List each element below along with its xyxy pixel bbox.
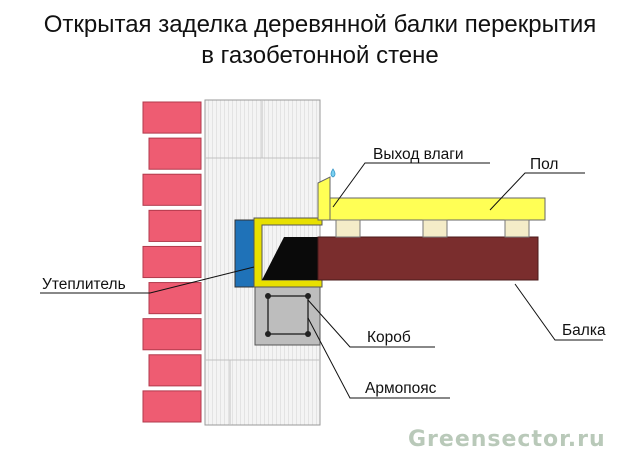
- floor-board: [317, 176, 546, 238]
- brick: [148, 282, 202, 315]
- brick: [148, 137, 202, 170]
- brick: [148, 354, 202, 387]
- brick: [142, 101, 202, 134]
- label-beam: Балка: [562, 322, 606, 339]
- wooden-beam: [262, 236, 539, 281]
- label-moisture-outlet: Выход влаги: [373, 146, 464, 163]
- label-floor: Пол: [530, 156, 558, 173]
- insulation-layer: [234, 219, 255, 288]
- brick: [142, 245, 202, 279]
- brick: [142, 390, 202, 423]
- title-line-2: в газобетонной стене: [201, 42, 439, 69]
- title-line-1: Открытая заделка деревянной балки перекр…: [44, 11, 597, 38]
- moisture-drop-icon: [330, 168, 336, 178]
- brick-wall: [142, 101, 202, 423]
- label-reinforcing-belt: Армопояс: [365, 380, 437, 397]
- brick: [142, 318, 202, 351]
- leader-lines: [40, 162, 603, 399]
- label-box: Короб: [367, 329, 411, 346]
- label-insulation: Утеплитель: [42, 276, 126, 293]
- brick: [148, 209, 202, 242]
- reinforced-belt: [254, 284, 321, 346]
- brick: [142, 173, 202, 206]
- watermark: Greensector.ru: [408, 427, 606, 452]
